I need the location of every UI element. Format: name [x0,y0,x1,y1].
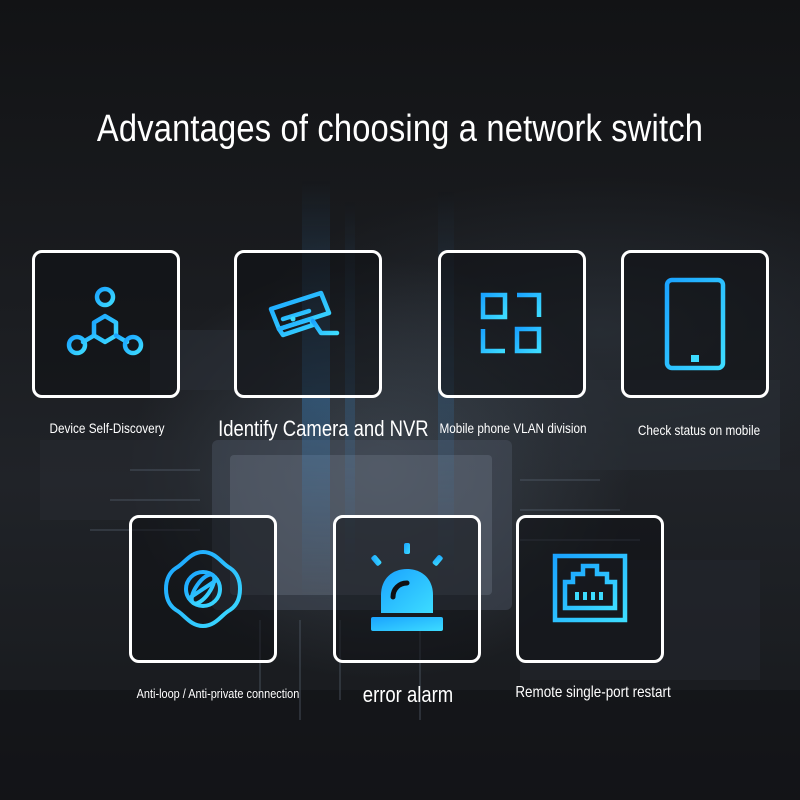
tile-error-alarm [333,515,481,663]
tile-device-self-discovery [32,250,180,398]
tile-identify-camera-nvr [234,250,382,398]
tile-mobile-vlan-division [438,250,586,398]
tile-anti-loop [129,515,277,663]
vlan-grid-icon [480,292,542,354]
feature-label: Remote single-port restart [515,684,671,701]
globe-shield-icon [164,550,242,628]
feature-label: Check status on mobile [637,422,761,438]
feature-label: Anti-loop / Anti-private connection [136,686,300,701]
mobile-phone-icon [664,277,726,371]
security-camera-icon [268,290,340,348]
feature-label: Mobile phone VLAN division [439,420,587,436]
ethernet-port-icon [552,553,628,623]
feature-label: Identify Camera and NVR [218,416,429,441]
page-title: Advantages of choosing a network switch [96,108,704,150]
feature-label: Device Self-Discovery [49,420,165,436]
alarm-siren-icon [371,543,443,631]
feature-label: error alarm [362,682,454,707]
tile-remote-port-restart [516,515,664,663]
tile-check-status-mobile [621,250,769,398]
network-topology-icon [66,286,144,356]
